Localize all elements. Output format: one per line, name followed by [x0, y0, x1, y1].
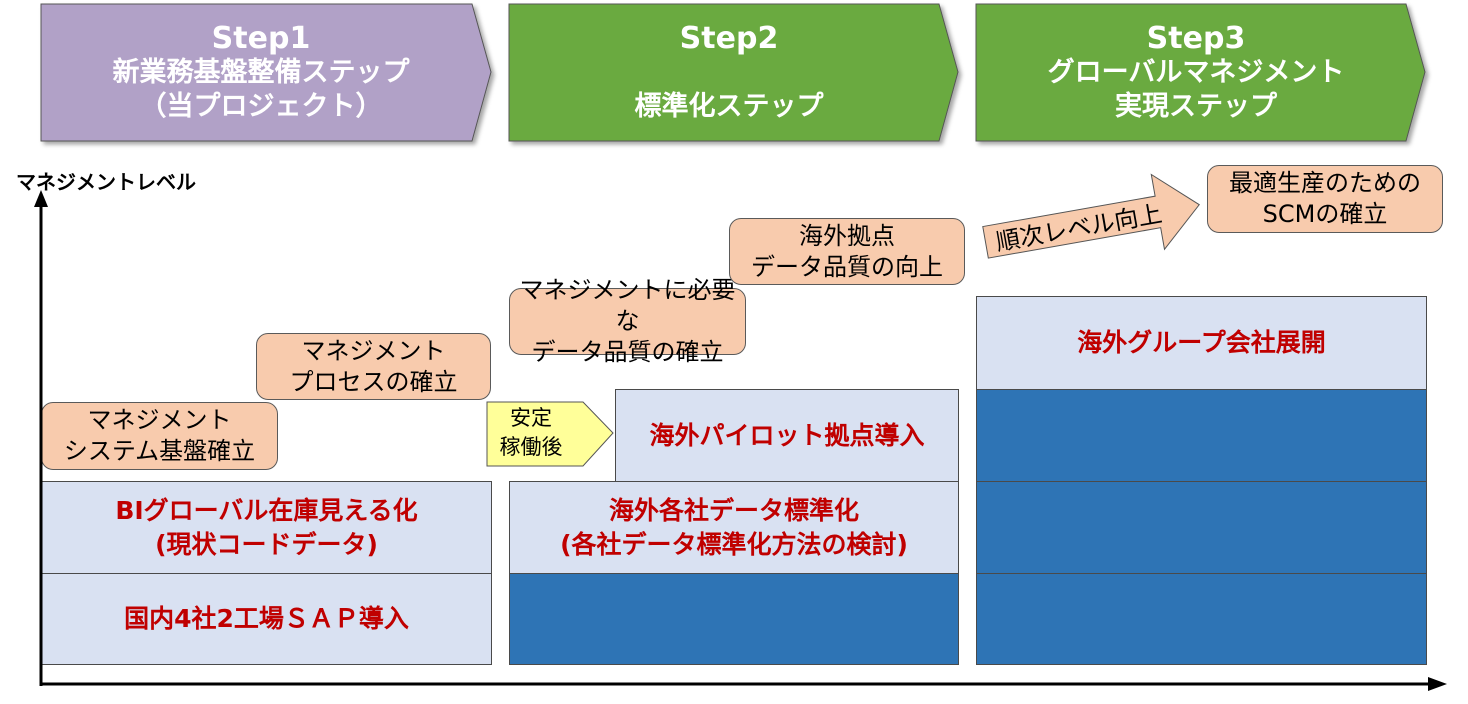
block-step3-level2	[976, 481, 1427, 574]
callout-c3-line2: データ品質の確立	[531, 338, 724, 366]
stable-label-line2: 稼働後	[499, 435, 563, 459]
callout-overseas-data: 海外拠点 データ品質の向上	[729, 218, 965, 285]
level-up-arrow	[982, 173, 1200, 259]
callout-c5-line1: 最適生産のための	[1229, 169, 1421, 197]
x-axis-arrowhead	[1428, 677, 1447, 691]
step2-label: Step2 標準化ステップ	[509, 10, 949, 136]
block-std-line2: (各社データ標準化方法の検討)	[560, 529, 908, 559]
callout-process: マネジメント プロセスの確立	[256, 333, 491, 400]
stable-arrow-label: 安定 稼働後	[490, 404, 572, 464]
step3-title-line2: 実現ステップ	[1115, 91, 1277, 122]
y-axis-arrowhead	[34, 190, 48, 207]
step1-chevron	[40, 3, 492, 142]
step1-title-line2: （当プロジェクト）	[139, 91, 383, 122]
step3-number: Step3	[1146, 21, 1246, 56]
block-step3-level3	[976, 389, 1427, 482]
step3-title-line1: グローバルマネジメント	[1047, 57, 1345, 88]
block-data-standardization: 海外各社データ標準化 (各社データ標準化方法の検討)	[509, 481, 959, 574]
step1-label: Step1 新業務基盤整備ステップ （当プロジェクト）	[41, 10, 481, 136]
callout-system-foundation: マネジメント システム基盤確立	[41, 402, 278, 470]
callout-data-quality: マネジメントに必要な データ品質の確立	[509, 276, 746, 366]
callout-c2-line1: マネジメント	[301, 336, 446, 365]
y-axis-label: マネジメントレベル	[16, 170, 196, 194]
step3-label: Step3 グローバルマネジメント 実現ステップ	[976, 10, 1416, 136]
callout-c1-line2: システム基盤確立	[63, 437, 256, 465]
block-bi-line1: BIグローバル在庫見える化	[115, 495, 418, 525]
block-std-line1: 海外各社データ標準化	[608, 495, 859, 525]
block-bi-line2: (現状コードデータ)	[155, 529, 378, 559]
step2-number: Step2	[679, 21, 779, 56]
callout-c4-line1: 海外拠点	[799, 221, 895, 250]
block-group-line1: 海外グループ会社展開	[1077, 328, 1326, 357]
step3-chevron	[975, 3, 1426, 142]
step1-number: Step1	[211, 21, 311, 56]
block-step3-level1	[976, 573, 1427, 665]
stable-arrow	[486, 401, 614, 467]
block-overseas-group: 海外グループ会社展開	[976, 296, 1427, 390]
step2-chevron	[508, 3, 959, 142]
callout-c5-line2: SCMの確立	[1262, 200, 1388, 228]
stable-label-line1: 安定	[510, 406, 552, 430]
block-overseas-pilot: 海外パイロット拠点導入	[615, 389, 959, 482]
step2-title-line2: 標準化ステップ	[634, 91, 824, 122]
block-pilot-line1: 海外パイロット拠点導入	[649, 420, 925, 450]
callout-c2-line2: プロセスの確立	[289, 367, 458, 396]
step1-title-line1: 新業務基盤整備ステップ	[112, 57, 410, 88]
step-chevrons	[40, 3, 1426, 142]
block-sap-line1: 国内4社2工場ＳＡＰ導入	[124, 604, 409, 633]
callout-c3-line1: マネジメントに必要な	[519, 276, 736, 335]
callout-c1-line1: マネジメント	[87, 406, 232, 434]
callout-c4-line2: データ品質の向上	[751, 252, 943, 281]
block-step2-base	[509, 573, 959, 665]
block-sap-domestic: 国内4社2工場ＳＡＰ導入	[41, 573, 492, 665]
callout-scm: 最適生産のための SCMの確立	[1207, 165, 1443, 233]
